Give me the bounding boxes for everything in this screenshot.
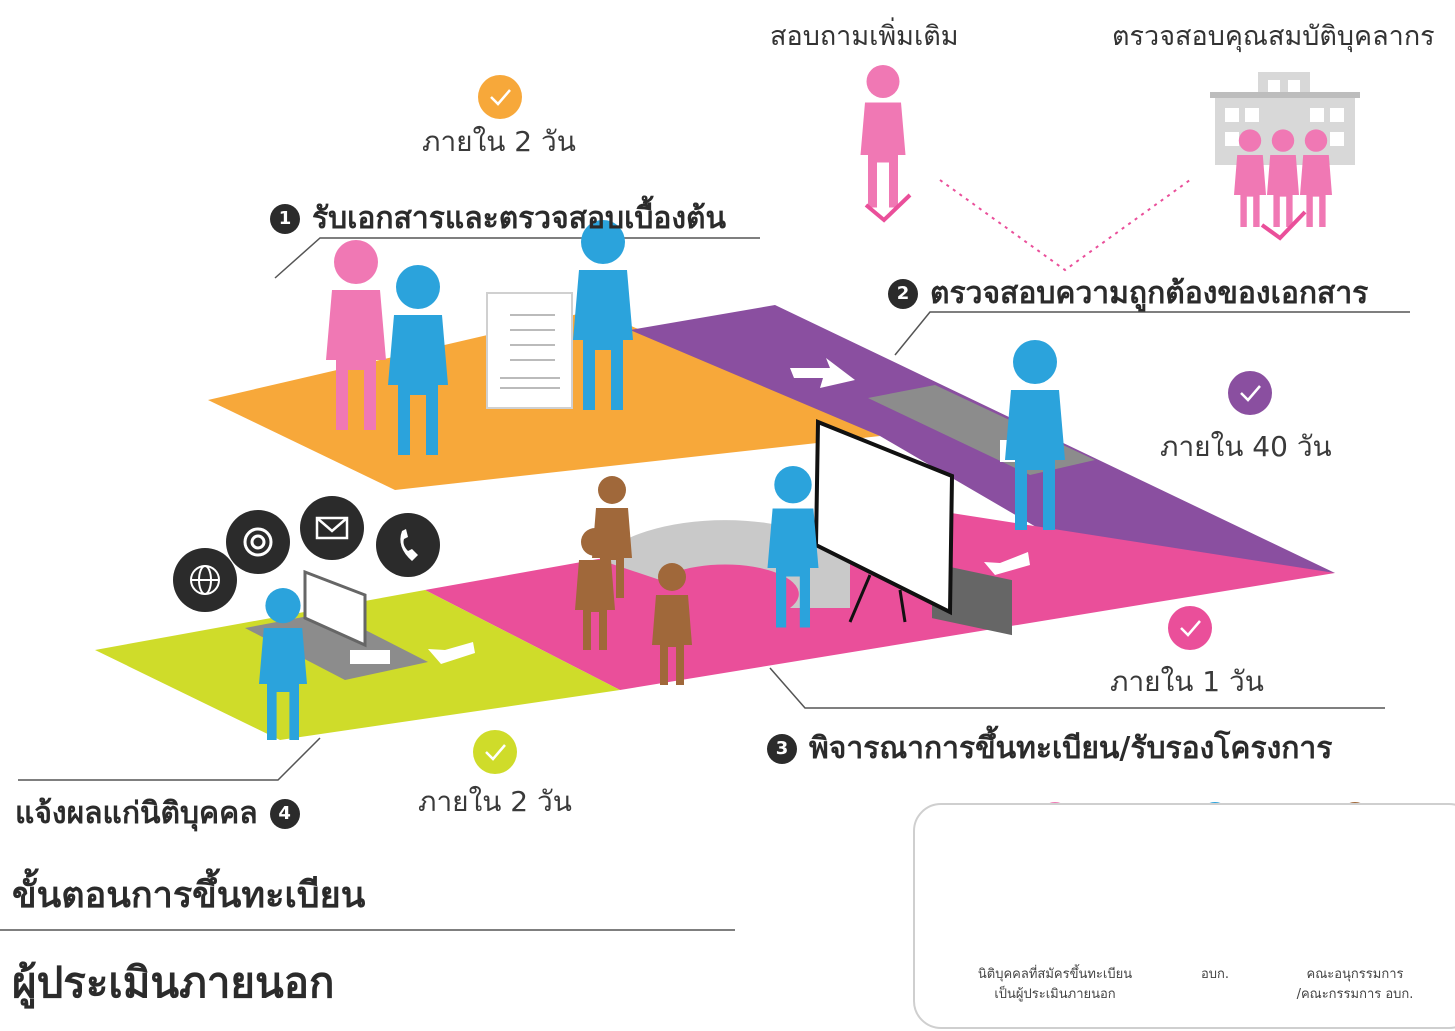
step2-title: 2 ตรวจสอบความถูกต้องของเอกสาร [888, 270, 1368, 317]
step4-number: 4 [269, 798, 300, 829]
legend-applicant-line2: เป็นผู้ประเมินภายนอก [994, 987, 1116, 1002]
step3-duration: ภายใน 1 วัน [1110, 665, 1264, 698]
checkmark-icon [1260, 210, 1307, 241]
step2-duration: ภายใน 40 วัน [1160, 430, 1332, 463]
step3-title: 3 พิจารณาการขึ้นทะเบียน/รับรองโครงการ [767, 725, 1332, 772]
mail-icon [300, 496, 364, 560]
arrow-left-icon [428, 642, 475, 664]
legend-applicant-label: นิติบุคคลที่สมัครขึ้นทะเบียน เป็นผู้ประเ… [950, 965, 1160, 1005]
inquiry-person-icon [860, 65, 906, 208]
phone-icon [376, 513, 440, 577]
step4-label: แจ้งผลแก่นิติบุคคล [15, 796, 258, 831]
checkmark-icon [864, 193, 912, 223]
step2-label: ตรวจสอบความถูกต้องของเอกสาร [930, 276, 1369, 311]
whiteboard-icon [813, 419, 955, 623]
building-icon [1210, 72, 1360, 165]
step1-title: 1 รับเอกสารและตรวจสอบเบื้องต้น [270, 195, 726, 242]
personnel-group-icon [1234, 129, 1332, 227]
dotted-connector [939, 179, 1191, 272]
step4-leader-line [18, 737, 321, 781]
page-title-line1: ขั้นตอนการขึ้นทะเบียน [12, 875, 366, 916]
at-icon [226, 510, 290, 574]
globe-icon [173, 548, 237, 612]
legend-staff-label: อบก. [1170, 965, 1260, 985]
step3-number: 3 [767, 733, 797, 764]
clock-icon [1168, 606, 1212, 650]
inquire-label: สอบถามเพิ่มเติม [770, 21, 959, 52]
clock-icon [473, 730, 517, 774]
step1-duration: ภายใน 2 วัน [422, 125, 576, 158]
step3-leader-line [769, 667, 1385, 709]
step3-label: พิจารณาการขึ้นทะเบียน/รับรองโครงการ [809, 731, 1333, 766]
step1-number: 1 [270, 203, 300, 234]
page-title-line2: ผู้ประเมินภายนอก [12, 958, 335, 1007]
arrow-down-right-icon [790, 358, 855, 388]
step4-title: แจ้งผลแก่นิติบุคคล 4 [15, 790, 300, 837]
verify-personnel-label: ตรวจสอบคุณสมบัติบุคลากร [1112, 21, 1435, 52]
arrow-left-icon [984, 552, 1030, 575]
document-icon [486, 292, 573, 409]
legend-committee-line2: /คณะกรรมการ อบก. [1296, 987, 1414, 1002]
step1-label: รับเอกสารและตรวจสอบเบื้องต้น [312, 201, 727, 236]
legend-committee-line1: คณะอนุกรรมการ [1306, 967, 1404, 982]
step2-number: 2 [888, 278, 918, 309]
legend-applicant-line1: นิติบุคคลที่สมัครขึ้นทะเบียน [977, 967, 1133, 982]
legend-staff-line1: อบก. [1200, 967, 1230, 982]
clock-icon [1228, 371, 1272, 415]
step2-leader-line [894, 311, 1410, 356]
legend-panel [913, 803, 1455, 1029]
clock-icon [478, 75, 522, 119]
step4-duration: ภายใน 2 วัน [418, 785, 572, 818]
legend-committee-label: คณะอนุกรรมการ /คณะกรรมการ อบก. [1270, 965, 1440, 1005]
